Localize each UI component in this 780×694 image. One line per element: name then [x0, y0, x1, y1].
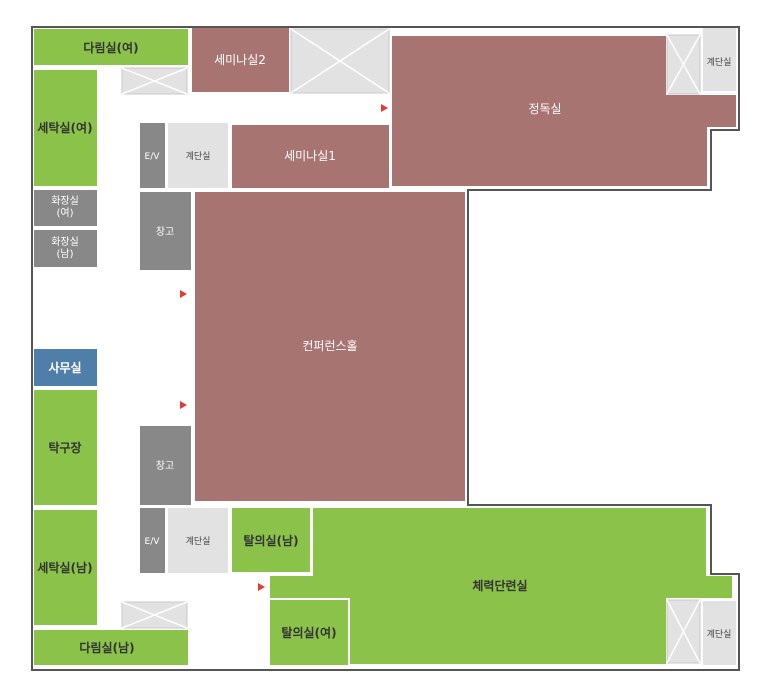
- label-stairs-bottom: 계단실: [186, 535, 211, 547]
- room-locker-female: [270, 600, 348, 665]
- label-storage-bottom: 창고: [156, 460, 174, 472]
- label-seminar2: 세미나실2: [214, 53, 266, 67]
- room-drying-male: [34, 630, 188, 665]
- label-stairs-bottom-right: 계단실: [707, 628, 732, 640]
- room-laundry-female: [34, 70, 97, 186]
- room-stairs-top-right: [703, 28, 736, 91]
- label-table-tennis: 탁구장: [48, 440, 81, 455]
- entrance-arrow-hall-upper: [180, 290, 187, 298]
- room-drying-female: [34, 29, 188, 65]
- room-elevator-top: [140, 123, 165, 188]
- room-seminar2: [192, 28, 289, 92]
- room-conference-hall: [195, 192, 465, 501]
- entrance-arrow-reading-room: [381, 104, 388, 112]
- label-gym: 체력단련실: [472, 578, 527, 593]
- room-storage-top: [140, 192, 191, 270]
- label-restroom-male: 화장실(남): [51, 236, 79, 260]
- void-top-right: [666, 34, 701, 95]
- void-bottom-right: [666, 599, 701, 664]
- room-laundry-male: [34, 510, 97, 625]
- room-stairs-bottom-right: [703, 601, 736, 665]
- room-stairs-bottom: [168, 508, 228, 573]
- label-laundry-male: 세탁실(남): [37, 560, 92, 575]
- label-locker-female: 탈의실(여): [281, 625, 336, 640]
- label-elevator-bottom: E/V: [145, 537, 161, 547]
- void-top-center: [290, 28, 390, 94]
- room-locker-male: [232, 508, 310, 572]
- label-laundry-female: 세탁실(여): [37, 120, 92, 135]
- label-office: 사무실: [48, 360, 81, 375]
- room-gym: [270, 508, 732, 664]
- entrance-arrow-hall-lower: [180, 401, 187, 409]
- label-reading-room: 정독실: [528, 102, 561, 116]
- room-elevator-bottom: [140, 508, 165, 573]
- room-storage-bottom: [140, 426, 191, 505]
- room-restroom-female: [34, 190, 97, 226]
- label-seminar1: 세미나실1: [284, 149, 336, 163]
- room-table-tennis: [34, 390, 97, 505]
- room-restroom-male: [34, 230, 97, 267]
- label-elevator-top: E/V: [145, 152, 161, 162]
- void-bottom-left: [121, 601, 188, 629]
- room-office: [34, 349, 97, 386]
- label-drying-female: 다림실(여): [83, 40, 138, 55]
- label-drying-male: 다림실(남): [79, 640, 134, 655]
- entrance-arrow-gym: [258, 583, 265, 591]
- label-storage-top: 창고: [156, 226, 174, 238]
- room-reading-room: [392, 36, 736, 186]
- room-stairs-top: [168, 123, 228, 188]
- label-restroom-female: 화장실(여): [51, 195, 79, 219]
- void-top-left: [121, 67, 188, 95]
- label-stairs-top: 계단실: [186, 150, 211, 162]
- label-stairs-top-right: 계단실: [707, 56, 732, 68]
- room-seminar1: [232, 125, 389, 188]
- label-conference-hall: 컨퍼런스홀: [302, 339, 357, 353]
- label-locker-male: 탈의실(남): [243, 533, 298, 548]
